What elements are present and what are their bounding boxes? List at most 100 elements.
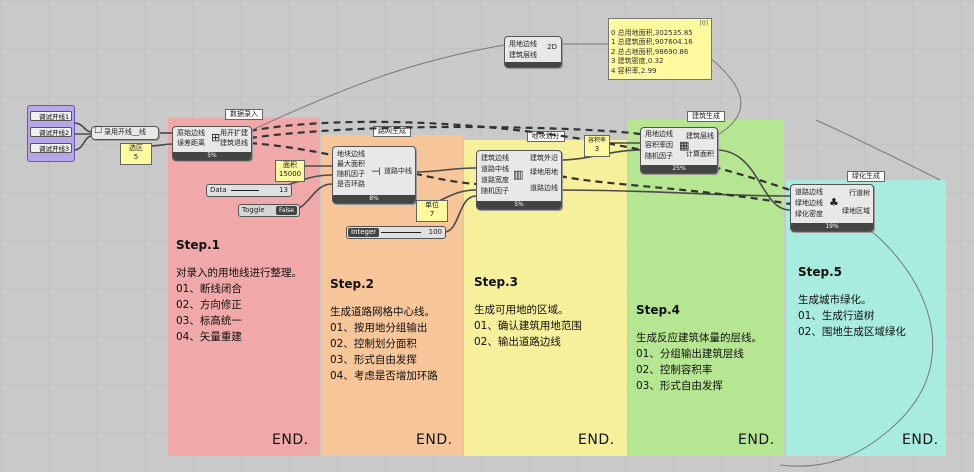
area-box-value: 15000 [278,170,302,178]
land-division-component[interactable]: 建筑边线 道路中线 道路宽度 随机因子 ▥ 建筑外沿 绿地用地 道路边线 5% [476,150,562,210]
step-line: 04、矢量重建 [176,331,242,343]
toggle[interactable]: Toggle False [238,204,300,217]
data-slider-value: 13 [279,186,288,194]
input-random-factor: 随机因子 [481,187,509,195]
step-line: 02、方向修正 [176,299,242,311]
curve-input-2[interactable]: 调试开线2 [30,127,72,137]
step-line: 04、考虑是否增加环路 [330,370,438,382]
input-max-area: 最大面积 [337,160,365,168]
end-label-5: END. [902,432,939,448]
step-heading: Step.3 [474,275,519,289]
output-expand: 用开扩建 [220,129,248,137]
curve-input-3[interactable]: 调试开线3 [30,143,72,153]
step-line: 01、分组输出建筑层线 [636,348,744,360]
road-net-component[interactable]: 地块边线 最大面积 随机因子 是否环路 ⊣ 道路中线 8% [332,146,416,204]
progress-bar: 19% [791,223,873,231]
step-line: 生成城市绿化。 [798,294,872,306]
panel-line: 3 建筑密度,0.32 [611,57,664,65]
area-box[interactable]: 面积 15000 [275,160,305,182]
slider-track [231,190,259,191]
input-random-factor: 随机因子 [337,170,365,178]
step-line: 02、控制容积率 [636,364,713,376]
unit-box[interactable]: 单位 7 [416,200,448,222]
toggle-label: Toggle [242,206,265,214]
step-heading: Step.4 [636,303,681,317]
step-line: 生成道路网格中心线。 [330,306,435,318]
preprocess-component[interactable]: 录用开线__线 ☐ [91,126,159,140]
input-building-edge: 建筑边线 [481,154,509,162]
group-title: 路网生成 [373,126,411,137]
input-green-density: 绿化密度 [795,210,823,218]
output-road-edge: 道路边线 [530,184,558,192]
block-icon: ▥ [513,168,524,181]
panel-line: 1 总建筑面积,907604.16 [611,38,693,46]
unit-box-label: 单位 [425,201,439,209]
input-random-factor: 随机因子 [645,152,673,160]
step-line: 01、按用地分组输出 [330,322,428,334]
step-5-text: Step.5 生成城市绿化。 01、生成行道树 02、围地生成区域绿化 [798,264,906,340]
end-label-4: END. [738,432,775,448]
panel-header: [0] [699,20,709,27]
density-box-label: 容积率 [587,137,606,144]
panel-line: 2 总占地面积,98690.86 [611,47,689,56]
integer-slider-label: Integer [348,228,380,237]
end-label-3: END. [578,432,615,448]
number-box-1-value: 5 [133,153,139,161]
step-3-text: Step.3 生成可用地的区域。 01、确认建筑用地范围 02、输出道路边线 [474,274,582,350]
step-4-text: Step.4 生成反应建筑体量的层线。 01、分组输出建筑层线 02、控制容积率… [636,302,762,394]
input-land-edge: 地块边线 [337,150,365,158]
output-green-area: 绿地区域 [842,207,870,215]
output-building-floors: 建筑层线 [686,132,714,140]
progress-bar: 25% [641,165,717,173]
progress-bar: 5% [173,152,251,160]
step-line: 03、形式自由发挥 [636,380,723,392]
step-line: 生成反应建筑体量的层线。 [636,332,762,344]
input-road-width: 道路宽度 [481,176,509,184]
step-line: 01、断线闭合 [176,283,242,295]
input-error-distance: 误差距离 [177,139,205,147]
number-box-1[interactable]: 选区 5 [120,143,152,165]
preprocess-label: 录用开线__线 [104,128,146,136]
input-land-edge: 用地边线 [645,130,673,138]
building-component[interactable]: 用地边线 容积率因 随机因子 ▦ 建筑层线 计算面积 25% [640,127,718,174]
data-entry-component[interactable]: 原始边线 误差距离 ⊞ 用开扩建 建筑退线 5% [172,126,252,161]
input-ring-road: 是否环路 [337,180,365,188]
step-line: 01、生成行道树 [798,310,875,322]
density-box[interactable]: 容积率 3 [584,135,610,157]
progress-bar [505,62,561,67]
input-land-edge: 用地边线 [509,40,537,48]
integer-slider[interactable]: Integer 100 [346,226,446,239]
end-label-1: END. [272,432,309,448]
step-2-text: Step.2 生成道路网格中心线。 01、按用地分组输出 02、控制划分面积 0… [330,276,438,384]
stats-icon: 2D [547,43,557,51]
step-heading: Step.5 [798,265,843,279]
end-label-2: END. [416,432,453,448]
input-building-floors: 建筑层线 [509,51,537,59]
toggle-value: False [275,206,297,215]
curve-input-1[interactable]: 调试开线1 [30,111,72,121]
step-line: 03、形式自由发挥 [330,354,417,366]
area-box-label: 面积 [283,161,297,169]
stats-component[interactable]: 用地边线 建筑层线 2D [504,36,562,68]
output-road-centerline: 道路中线 [384,167,412,175]
output-panel[interactable]: [0] 0 总用地面积,302535.85 1 总建筑面积,907604.16 … [608,18,712,80]
greening-component[interactable]: 道路边线 绿地边线 绿化密度 ♣ 行道树 绿地区域 19% [790,184,874,232]
road-icon: ⊣ [371,165,381,178]
step-line: 对录入的用地线进行整理。 [176,267,302,279]
input-road-edge: 道路边线 [795,188,823,196]
data-slider-label: Data [210,186,227,194]
step-1-text: Step.1 对录入的用地线进行整理。 01、断线闭合 02、方向修正 03、标… [176,237,302,345]
group-title: 地块划分 [526,131,565,142]
output-building-extent: 建筑外沿 [530,154,558,162]
input-green-edge: 绿地边线 [795,199,823,207]
step-heading: Step.1 [176,238,221,252]
step-line: 01、确认建筑用地范围 [474,320,582,332]
number-box-1-label: 选区 [129,144,143,152]
data-slider[interactable]: Data 13 [206,184,292,197]
output-green-land: 绿地用地 [530,168,558,176]
output-street-trees: 行道树 [849,189,870,197]
output-setback: 建筑退线 [220,139,248,147]
progress-bar: 5% [477,201,561,209]
grid-icon: ⊞ [211,131,221,144]
